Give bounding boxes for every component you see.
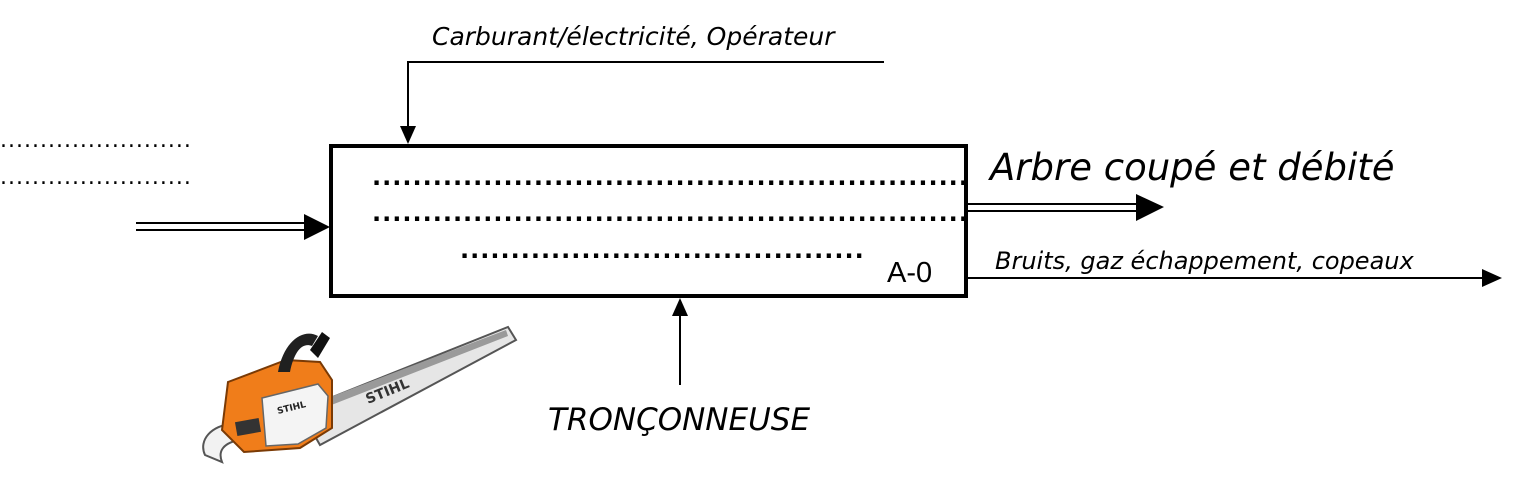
- function-dots-line-2: ........................................…: [372, 199, 969, 227]
- input-arrow: [136, 214, 330, 240]
- output-side-label: Bruits, gaz échappement, copeaux: [995, 247, 1414, 275]
- box-code: A-0: [887, 257, 933, 289]
- output-main-label: Arbre coupé et débité: [990, 146, 1395, 189]
- output-main-arrow: [968, 194, 1164, 221]
- input-dots-line-2: ........................: [0, 165, 192, 190]
- chainsaw-front-handle: [278, 333, 318, 372]
- input-dots-line-1: ........................: [0, 128, 192, 153]
- control-arrow: [400, 61, 884, 144]
- function-box: [329, 144, 968, 298]
- mechanism-arrow: [672, 298, 688, 385]
- mechanism-label: TRONÇONNEUSE: [548, 402, 811, 438]
- chainsaw-icon: STIHL STIHL: [202, 325, 518, 464]
- control-label: Carburant/électricité, Opérateur: [432, 22, 835, 51]
- output-side-arrow: [968, 269, 1502, 287]
- function-dots-line-3: ........................................: [460, 236, 865, 264]
- function-dots-line-1: ........................................…: [372, 163, 969, 191]
